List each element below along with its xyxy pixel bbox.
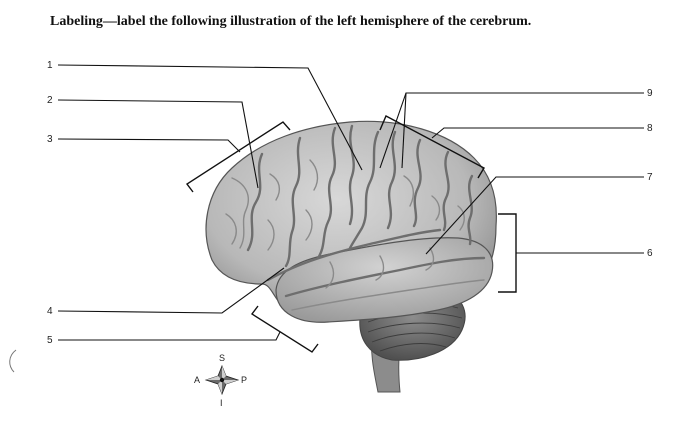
leader-5 bbox=[58, 331, 281, 341]
bracket-5 bbox=[250, 305, 319, 353]
label-4: 4 bbox=[47, 306, 53, 317]
bracket-9 bbox=[379, 115, 485, 179]
leader-8 bbox=[431, 127, 644, 139]
label-3: 3 bbox=[47, 134, 53, 145]
parietal-gyri bbox=[386, 130, 474, 246]
label-6: 6 bbox=[647, 248, 653, 259]
leader-lines bbox=[57, 64, 644, 341]
frontal-gyri bbox=[225, 124, 355, 268]
leader-4 bbox=[57, 267, 285, 314]
temporal-gyri bbox=[284, 247, 486, 311]
label-2: 2 bbox=[47, 95, 53, 106]
compass-inferior: I bbox=[220, 398, 223, 408]
page-title: Labeling—label the following illustratio… bbox=[50, 14, 532, 29]
compass-superior: S bbox=[219, 353, 225, 363]
compass-anterior: A bbox=[194, 375, 200, 385]
lateral-fissure bbox=[266, 228, 442, 282]
leader-1 bbox=[57, 64, 363, 171]
bracket-6 bbox=[498, 213, 517, 293]
leader-2 bbox=[57, 99, 259, 189]
bracket-3 bbox=[185, 121, 291, 193]
label-8: 8 bbox=[647, 123, 653, 134]
central-sulcus bbox=[348, 130, 380, 250]
label-7: 7 bbox=[647, 172, 653, 183]
leader-3 bbox=[57, 138, 241, 153]
label-1: 1 bbox=[47, 60, 53, 71]
compass-rose: S A P I bbox=[194, 353, 247, 408]
compass-posterior: P bbox=[241, 375, 247, 385]
stray-mark bbox=[9, 349, 17, 373]
label-9: 9 bbox=[647, 88, 653, 99]
leader-9b bbox=[401, 92, 407, 169]
leader-7 bbox=[425, 176, 644, 255]
label-5: 5 bbox=[47, 335, 53, 346]
